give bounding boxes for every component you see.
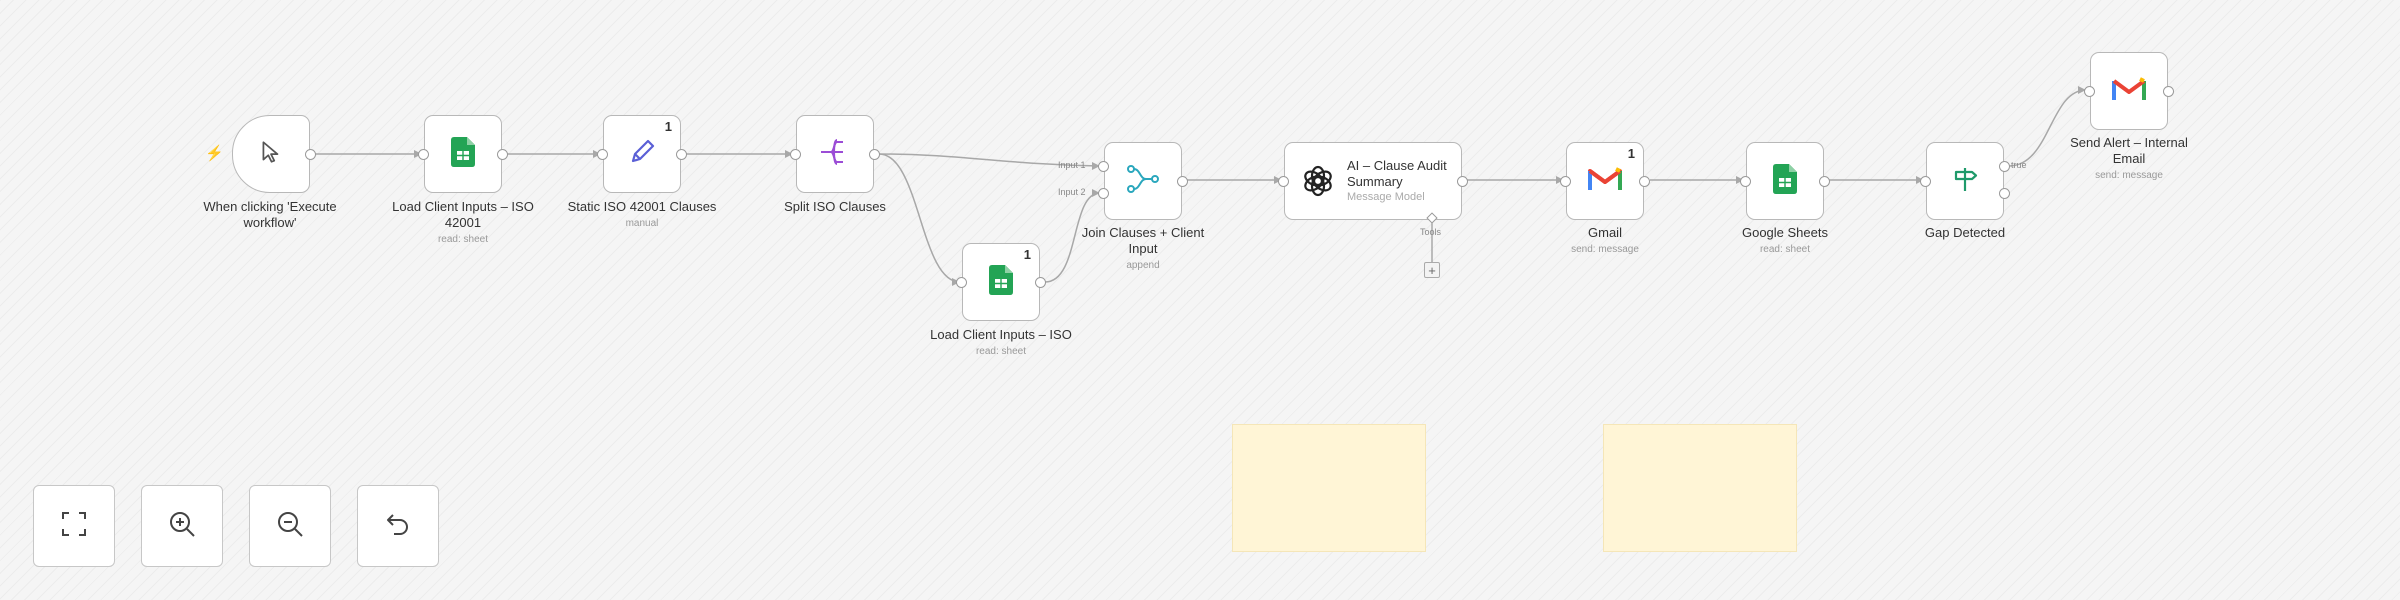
node-ai-clause-audit[interactable]: AI – Clause Audit Summary Message Model <box>1278 142 1468 220</box>
arrow-split <box>785 150 793 158</box>
node-subtitle: Message Model <box>1347 191 1425 203</box>
input-handle[interactable] <box>1740 176 1751 187</box>
google-sheets-icon <box>989 264 1013 300</box>
node-join-clauses[interactable] <box>1098 142 1188 220</box>
node-label: Gap Detected <box>1924 225 2006 240</box>
output-handle[interactable] <box>2163 86 2174 97</box>
input-handle[interactable] <box>1278 176 1289 187</box>
false-output-handle[interactable] <box>1999 188 2010 199</box>
edge-gap-alert <box>2008 89 2087 167</box>
node-subtitle: send: message <box>1571 244 1639 255</box>
reset-zoom-button[interactable] <box>357 485 439 567</box>
openai-icon <box>1301 164 1335 198</box>
node-title: AI – Clause Audit Summary <box>1347 158 1447 189</box>
sticky-note[interactable] <box>1603 424 1797 552</box>
node-gap-detected[interactable] <box>1920 142 2010 220</box>
input-handle[interactable] <box>790 149 801 160</box>
input-handle[interactable] <box>1560 176 1571 187</box>
node-load-client-inputs-1[interactable] <box>418 115 508 193</box>
output-handle[interactable] <box>497 149 508 160</box>
execution-count-badge: 1 <box>1627 146 1635 161</box>
zoom-out-button[interactable] <box>249 485 331 567</box>
zoom-in-icon <box>167 509 197 544</box>
output-handle[interactable] <box>1639 176 1650 187</box>
true-output-handle[interactable] <box>1999 161 2010 172</box>
input-1-handle[interactable] <box>1098 161 1109 172</box>
execution-count-badge: 1 <box>664 119 672 134</box>
node-subtitle: send: message <box>2095 170 2163 181</box>
node-label: Gmail <box>1588 225 1622 240</box>
true-port-label: true <box>2011 160 2027 170</box>
input-handle[interactable] <box>418 149 429 160</box>
google-sheets-icon <box>451 136 475 172</box>
fullscreen-icon <box>60 510 88 543</box>
input-handle[interactable] <box>2084 86 2095 97</box>
node-label: Join Clauses + Client Input <box>1081 225 1205 256</box>
node-label: Google Sheets <box>1741 225 1828 240</box>
node-label: Load Client Inputs – ISO 42001 <box>392 199 534 230</box>
node-send-alert[interactable] <box>2084 52 2174 130</box>
input-handle[interactable] <box>956 277 967 288</box>
add-tool-button[interactable]: + <box>1424 262 1440 278</box>
node-label: Split ISO Clauses <box>784 199 886 214</box>
output-handle[interactable] <box>1819 176 1830 187</box>
output-handle[interactable] <box>1177 176 1188 187</box>
node-subtitle: read: sheet <box>975 346 1027 357</box>
output-handle[interactable] <box>1457 176 1468 187</box>
google-sheets-icon <box>1773 163 1797 199</box>
signpost-icon <box>1950 164 1980 199</box>
node-split-clauses[interactable] <box>790 115 880 193</box>
input-2-port-label: Input 2 <box>1058 187 1086 197</box>
node-google-sheets[interactable] <box>1740 142 1830 220</box>
input-2-handle[interactable] <box>1098 188 1109 199</box>
gmail-icon <box>1588 166 1622 197</box>
node-label: Load Client Inputs – ISO <box>930 327 1072 342</box>
node-label: Send Alert – Internal Email <box>2070 135 2188 166</box>
edge-load2-join2 <box>1044 192 1101 283</box>
input-handle[interactable] <box>597 149 608 160</box>
execution-count-badge: 1 <box>1023 247 1031 262</box>
pencil-icon <box>627 137 657 172</box>
arrow-join2 <box>1092 189 1100 197</box>
output-handle[interactable] <box>1035 277 1046 288</box>
edge-split-join1 <box>878 153 1101 167</box>
cursor-pointer-icon <box>258 139 284 170</box>
output-handle[interactable] <box>869 149 880 160</box>
arrow-alert <box>2078 86 2086 94</box>
node-manual-trigger[interactable] <box>232 115 316 193</box>
node-static-clauses[interactable]: 1 <box>597 115 687 193</box>
node-subtitle: read: sheet <box>1759 244 1811 255</box>
arrow-join1 <box>1092 162 1100 170</box>
zoom-in-button[interactable] <box>141 485 223 567</box>
input-handle[interactable] <box>1920 176 1931 187</box>
input-1-port-label: Input 1 <box>1058 160 1086 170</box>
output-handle[interactable] <box>305 149 316 160</box>
node-subtitle: read: sheet <box>437 234 489 245</box>
node-label: When clicking 'Execute workflow' <box>203 199 337 230</box>
node-load-client-inputs-2[interactable]: 1 <box>956 243 1046 321</box>
split-out-icon <box>819 137 851 172</box>
merge-icon <box>1126 164 1160 199</box>
sticky-note[interactable] <box>1232 424 1426 552</box>
tools-port-label: Tools <box>1420 227 1442 237</box>
fit-view-button[interactable] <box>33 485 115 567</box>
gmail-icon <box>2112 76 2146 107</box>
edge-split-load2 <box>878 153 961 283</box>
node-label: Static ISO 42001 Clauses <box>567 199 717 214</box>
node-subtitle: append <box>1126 260 1160 271</box>
node-gmail[interactable]: 1 <box>1560 142 1650 220</box>
zoom-out-icon <box>275 509 305 544</box>
output-handle[interactable] <box>676 149 687 160</box>
trigger-marker-icon: ⚡ <box>205 145 224 162</box>
undo-icon <box>384 510 412 543</box>
node-subtitle: manual <box>625 218 659 229</box>
